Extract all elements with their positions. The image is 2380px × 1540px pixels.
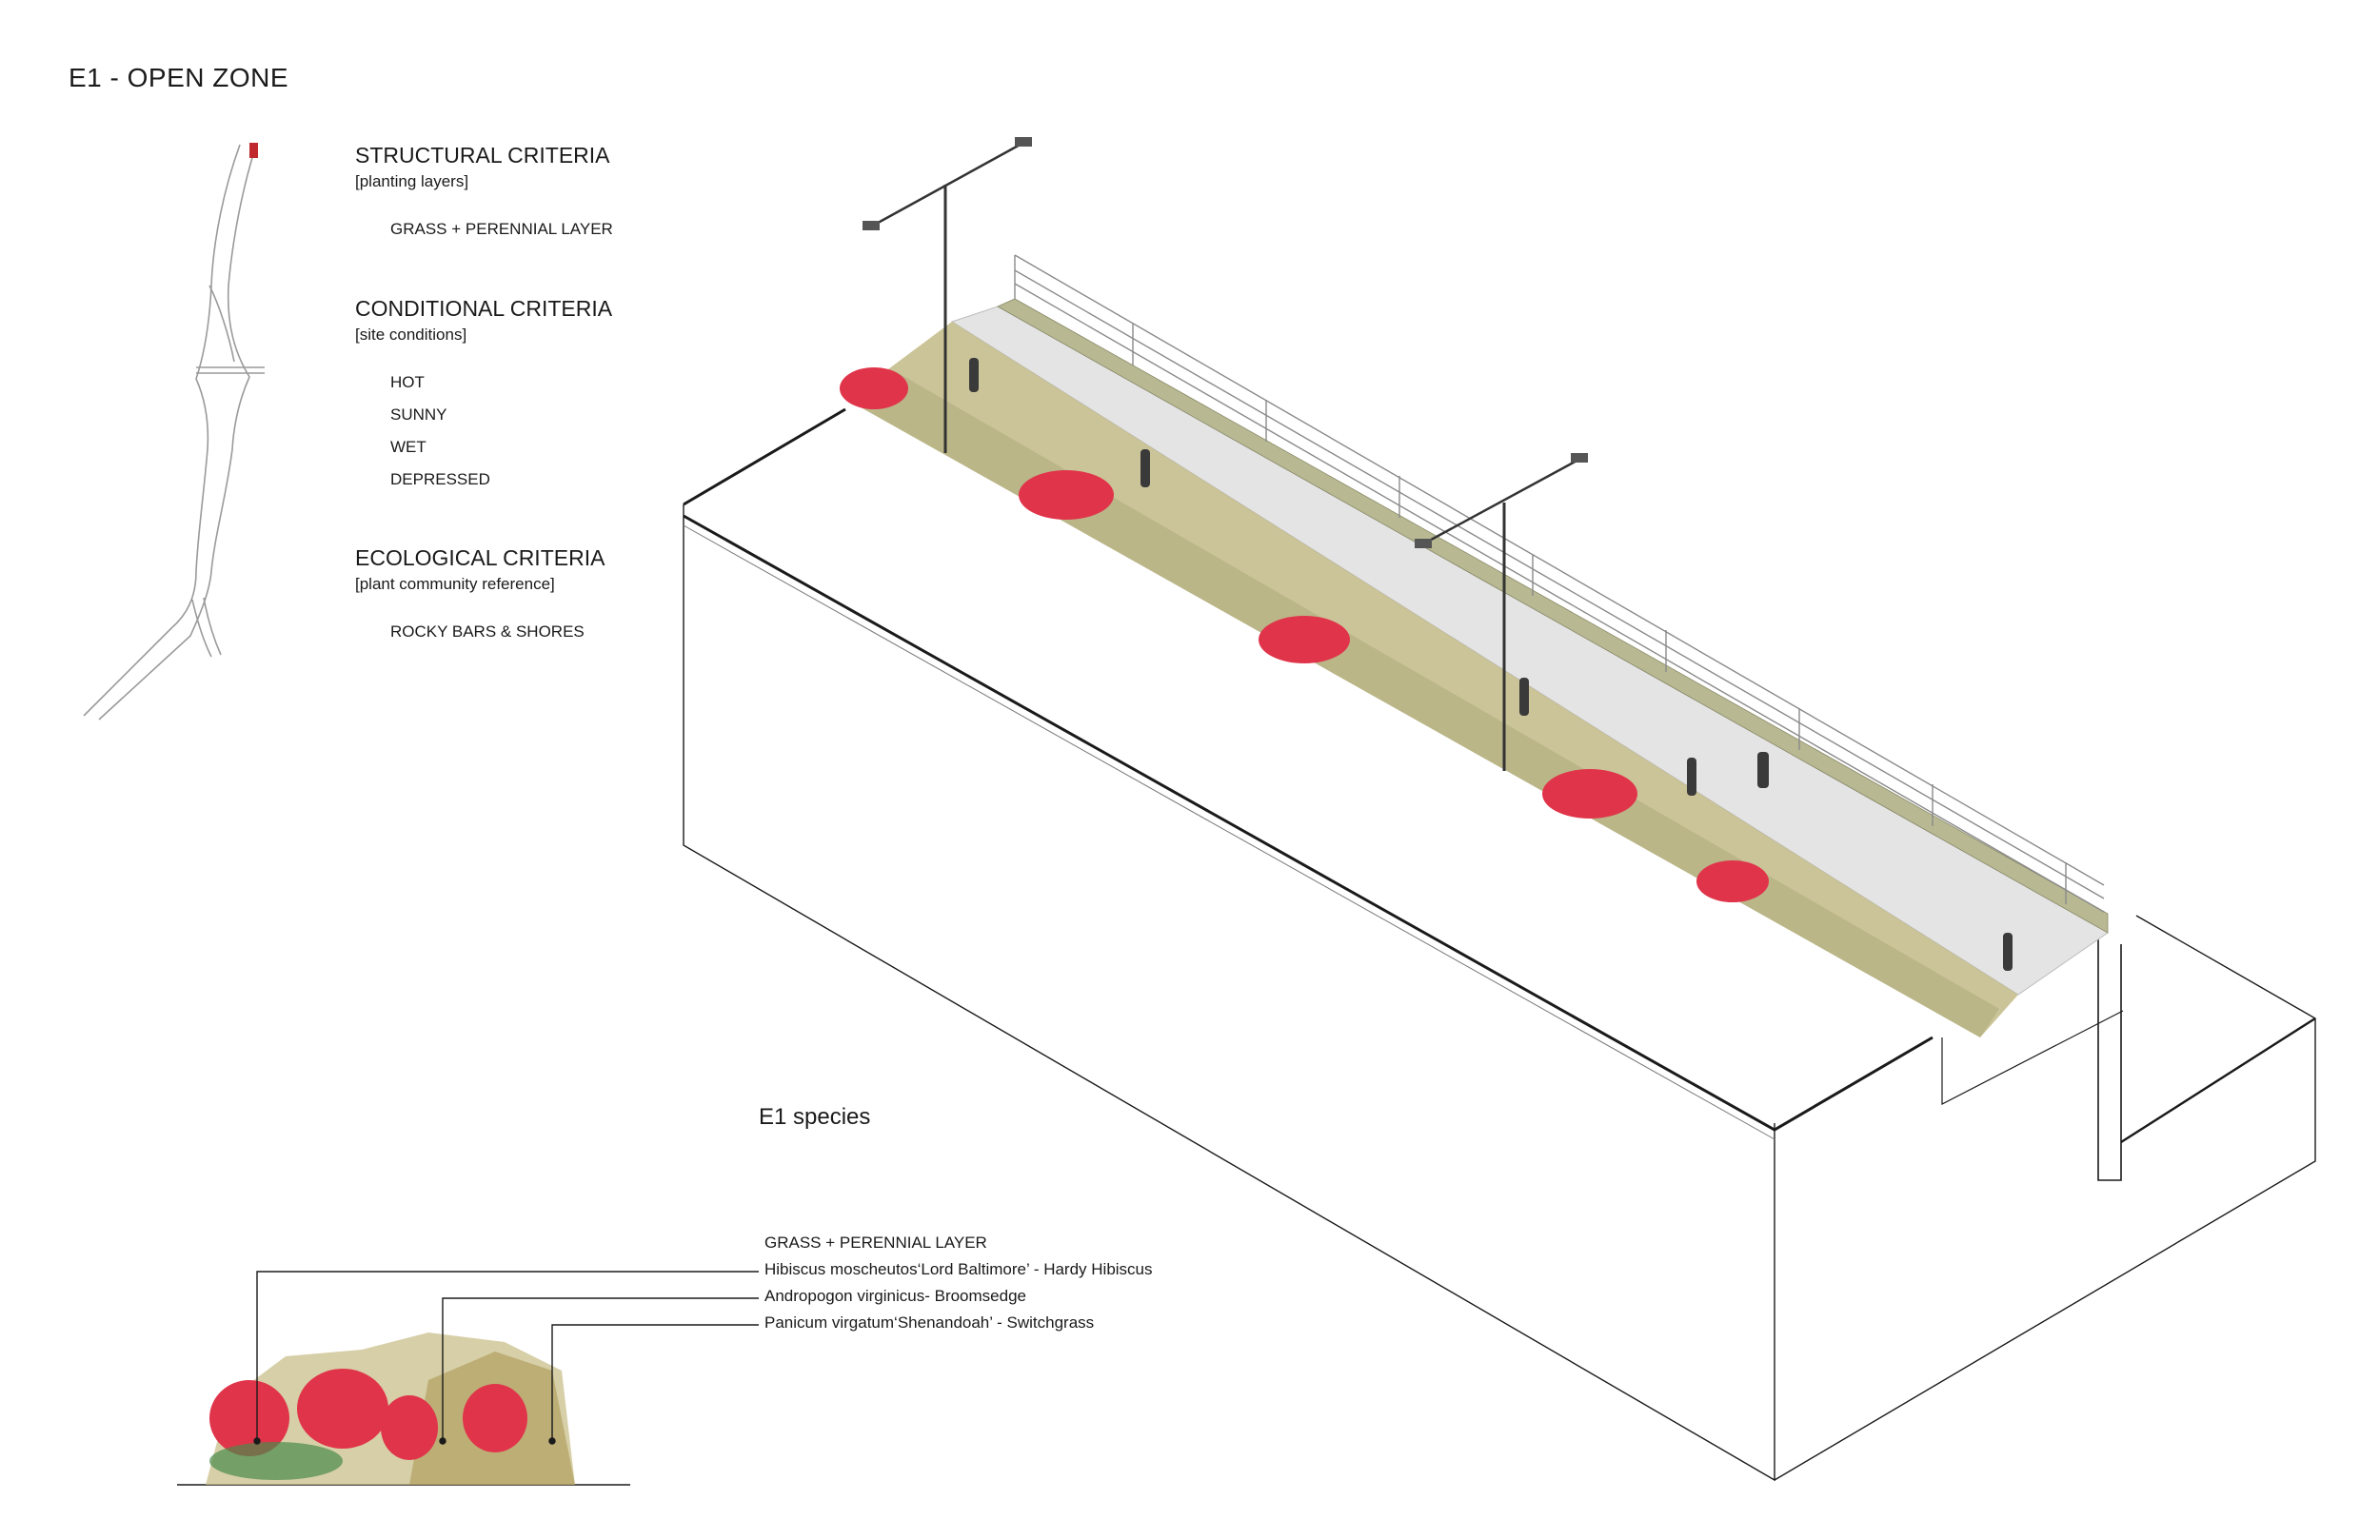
species-andropogon-label: Andropogon virginicus- Broomsedge bbox=[764, 1287, 1026, 1305]
criteria-subtitle: [site conditions] bbox=[355, 326, 467, 344]
criteria-item: SUNNY bbox=[390, 405, 447, 424]
structural-criteria: STRUCTURAL CRITERIA [planting layers] GR… bbox=[355, 143, 613, 239]
criteria-item: HOT bbox=[390, 373, 425, 391]
conditional-criteria: CONDITIONAL CRITERIA [site conditions] H… bbox=[355, 296, 612, 489]
ecological-criteria: ECOLOGICAL CRITERIA [plant community ref… bbox=[355, 545, 605, 642]
key-plan bbox=[83, 143, 265, 721]
criteria-item: WET bbox=[390, 438, 426, 456]
key-plan-location-marker bbox=[249, 143, 258, 158]
species-layer-label: GRASS + PERENNIAL LAYER bbox=[764, 1234, 987, 1252]
railing bbox=[1014, 254, 2105, 913]
back-planting-strip bbox=[997, 298, 2109, 934]
species-title: E1 species bbox=[759, 1104, 871, 1130]
species-panicum-label: Panicum virgatum‘Shenandoah’ - Switchgra… bbox=[764, 1313, 1095, 1332]
people bbox=[969, 358, 2013, 971]
light-pole bbox=[1415, 453, 1588, 771]
light-pole bbox=[863, 137, 1032, 453]
axon-block bbox=[683, 407, 2316, 1482]
criteria-title: STRUCTURAL CRITERIA bbox=[355, 143, 610, 168]
criteria-subtitle: [plant community reference] bbox=[355, 575, 555, 593]
criteria-title: ECOLOGICAL CRITERIA bbox=[355, 545, 605, 570]
criteria-item: GRASS + PERENNIAL LAYER bbox=[390, 220, 613, 238]
species-vignette bbox=[177, 1333, 630, 1486]
sheet-title: E1 - OPEN ZONE bbox=[69, 63, 289, 92]
species-hibiscus-label: Hibiscus moscheutos‘Lord Baltimore’ - Ha… bbox=[764, 1260, 1153, 1278]
criteria-title: CONDITIONAL CRITERIA bbox=[355, 296, 613, 321]
criteria-item: DEPRESSED bbox=[390, 470, 490, 488]
criteria-subtitle: [planting layers] bbox=[355, 172, 469, 190]
criteria-item: ROCKY BARS & SHORES bbox=[390, 622, 585, 641]
species-leader-lines bbox=[253, 1271, 759, 1445]
hibiscus-clusters bbox=[840, 367, 1769, 902]
